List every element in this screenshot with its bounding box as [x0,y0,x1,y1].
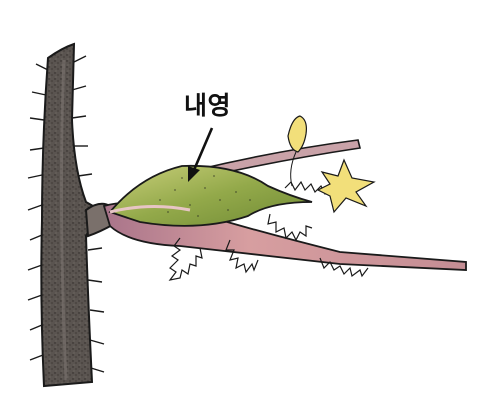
upper-awn [194,139,361,179]
filament [290,151,297,187]
feathery-stigmas [168,180,369,281]
anther-upper [287,115,307,153]
lemma-texture [159,175,251,217]
bract-rim [109,204,191,214]
lemma [108,164,313,227]
anther-star [316,158,376,214]
stem [27,42,105,388]
label-arrow [188,127,214,182]
lemma-label: 내영 [184,91,232,120]
